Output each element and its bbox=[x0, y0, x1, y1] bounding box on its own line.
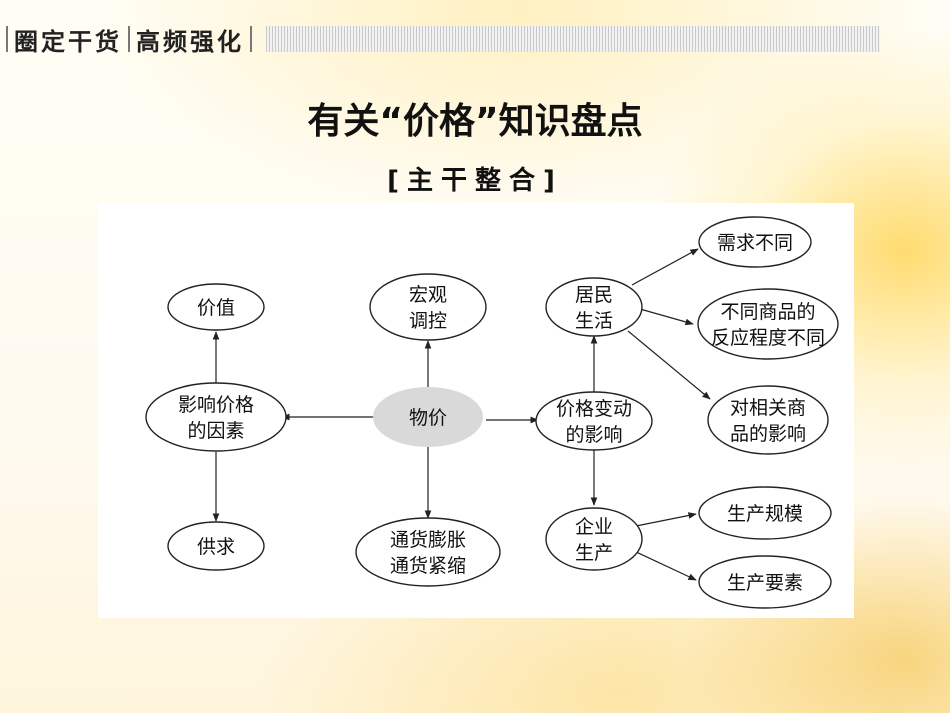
header-divider bbox=[6, 26, 8, 52]
node-inflation-label-line1: 通货膨胀 bbox=[390, 529, 466, 551]
node-production-factors-ellipse bbox=[698, 555, 832, 609]
node-demand-ellipse bbox=[698, 216, 812, 268]
node-center-label: 物价 bbox=[409, 407, 447, 429]
edge-life-related bbox=[627, 330, 711, 400]
header-left-text: 圈定干货 bbox=[14, 27, 122, 56]
node-enterprise-label-line1: 企业 bbox=[575, 516, 613, 538]
header-divider bbox=[128, 26, 130, 52]
edge-life-demand bbox=[631, 248, 699, 286]
concept-map: 物价 价值 影响价格 的因素 供求 宏观 调控 通货膨胀 通货紧缩 价格变动 的… bbox=[145, 216, 839, 609]
node-effect-label-line2: 的影响 bbox=[565, 424, 622, 446]
header-bar: 圈定干货 高频强化 bbox=[0, 22, 880, 56]
node-enterprise-label-line2: 生产 bbox=[575, 542, 613, 564]
node-enterprise-ellipse bbox=[545, 507, 643, 571]
node-macro-ellipse bbox=[369, 273, 487, 341]
node-reaction-label-line2: 反应程度不同 bbox=[711, 327, 825, 349]
edge-life-reaction bbox=[639, 308, 694, 326]
node-supply-ellipse bbox=[167, 521, 265, 571]
node-scale-ellipse bbox=[698, 486, 832, 540]
node-related-label-line1: 对相关商 bbox=[730, 397, 806, 419]
node-life-label-line2: 生活 bbox=[575, 310, 613, 332]
node-value-ellipse bbox=[167, 283, 265, 331]
edge-enterprise-factors bbox=[631, 549, 697, 581]
header-right-text: 高频强化 bbox=[136, 27, 244, 56]
concept-map-panel: 物价 价值 影响价格 的因素 供求 宏观 调控 通货膨胀 通货紧缩 价格变动 的… bbox=[98, 203, 854, 618]
node-factors-label-line2: 的因素 bbox=[187, 420, 244, 442]
node-macro-label-line2: 调控 bbox=[409, 310, 447, 332]
header-stripe-pattern bbox=[266, 26, 880, 52]
node-macro-label-line1: 宏观 bbox=[409, 284, 447, 306]
node-reaction-label-line1: 不同商品的 bbox=[720, 301, 815, 323]
page-title: 有关“价格”知识盘点 bbox=[307, 101, 643, 142]
node-demand-label: 需求不同 bbox=[717, 232, 793, 254]
node-inflation-ellipse bbox=[355, 517, 501, 587]
section-subtitle: [主干整合] bbox=[387, 166, 563, 196]
node-supply-label: 供求 bbox=[197, 536, 235, 558]
node-production-factors-label: 生产要素 bbox=[727, 572, 803, 594]
node-life-label-line1: 居民 bbox=[575, 284, 613, 306]
header-divider bbox=[250, 26, 252, 52]
node-effect-ellipse bbox=[535, 391, 653, 451]
edge-enterprise-scale bbox=[635, 512, 697, 527]
node-factors-label-line1: 影响价格 bbox=[178, 394, 254, 416]
node-scale-label: 生产规模 bbox=[727, 503, 803, 525]
node-related-label-line2: 品的影响 bbox=[730, 423, 806, 445]
node-life-ellipse bbox=[545, 277, 643, 337]
node-reaction-ellipse bbox=[697, 288, 839, 360]
node-factors-ellipse bbox=[145, 382, 287, 452]
node-effect-label-line1: 价格变动 bbox=[556, 398, 632, 420]
node-center-ellipse bbox=[373, 387, 483, 447]
node-related-ellipse bbox=[707, 385, 829, 455]
node-value-label: 价值 bbox=[197, 297, 235, 319]
node-inflation-label-line2: 通货紧缩 bbox=[390, 555, 466, 577]
